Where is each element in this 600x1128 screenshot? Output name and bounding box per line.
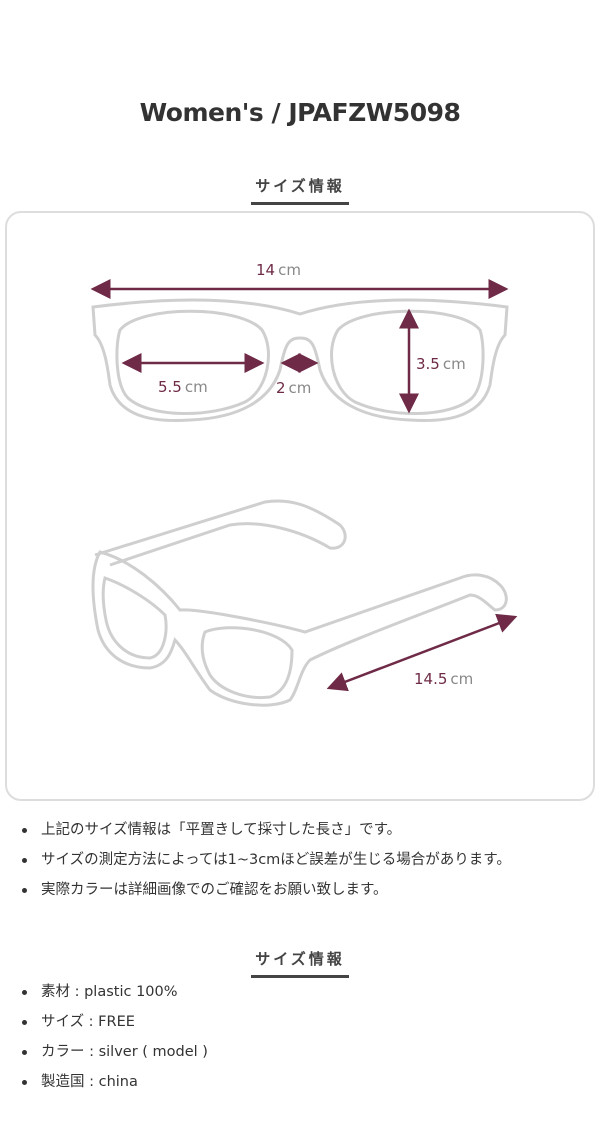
section-heading-size-info: サイズ情報: [0, 175, 600, 205]
measure-lines: [90, 279, 518, 692]
temple-length-line: [326, 613, 518, 692]
section-heading-specs: サイズ情報: [0, 948, 600, 978]
spec-size: サイズ : FREE: [22, 1007, 208, 1037]
notes-list: 上記のサイズ情報は「平置きして採寸した長さ」です。 サイズの測定方法によっては1…: [22, 815, 511, 905]
note-item: 上記のサイズ情報は「平置きして採寸した長さ」です。: [22, 815, 511, 845]
note-item: 実際カラーは詳細画像でのご確認をお願い致します。: [22, 875, 511, 905]
size-diagram-panel: [5, 211, 595, 801]
glasses-diagram: [90, 279, 518, 707]
page-title: Women's / JPAFZW5098: [139, 98, 461, 127]
specs-list: 素材 : plastic 100% サイズ : FREE カラー : silve…: [22, 977, 208, 1097]
spec-material: 素材 : plastic 100%: [22, 977, 208, 1007]
front-view-glasses: [91, 298, 509, 423]
spec-origin: 製造国 : china: [22, 1067, 208, 1097]
spec-color: カラー : silver ( model ): [22, 1037, 208, 1067]
note-item: サイズの測定方法によっては1~3cmほど誤差が生じる場合があります。: [22, 845, 511, 875]
